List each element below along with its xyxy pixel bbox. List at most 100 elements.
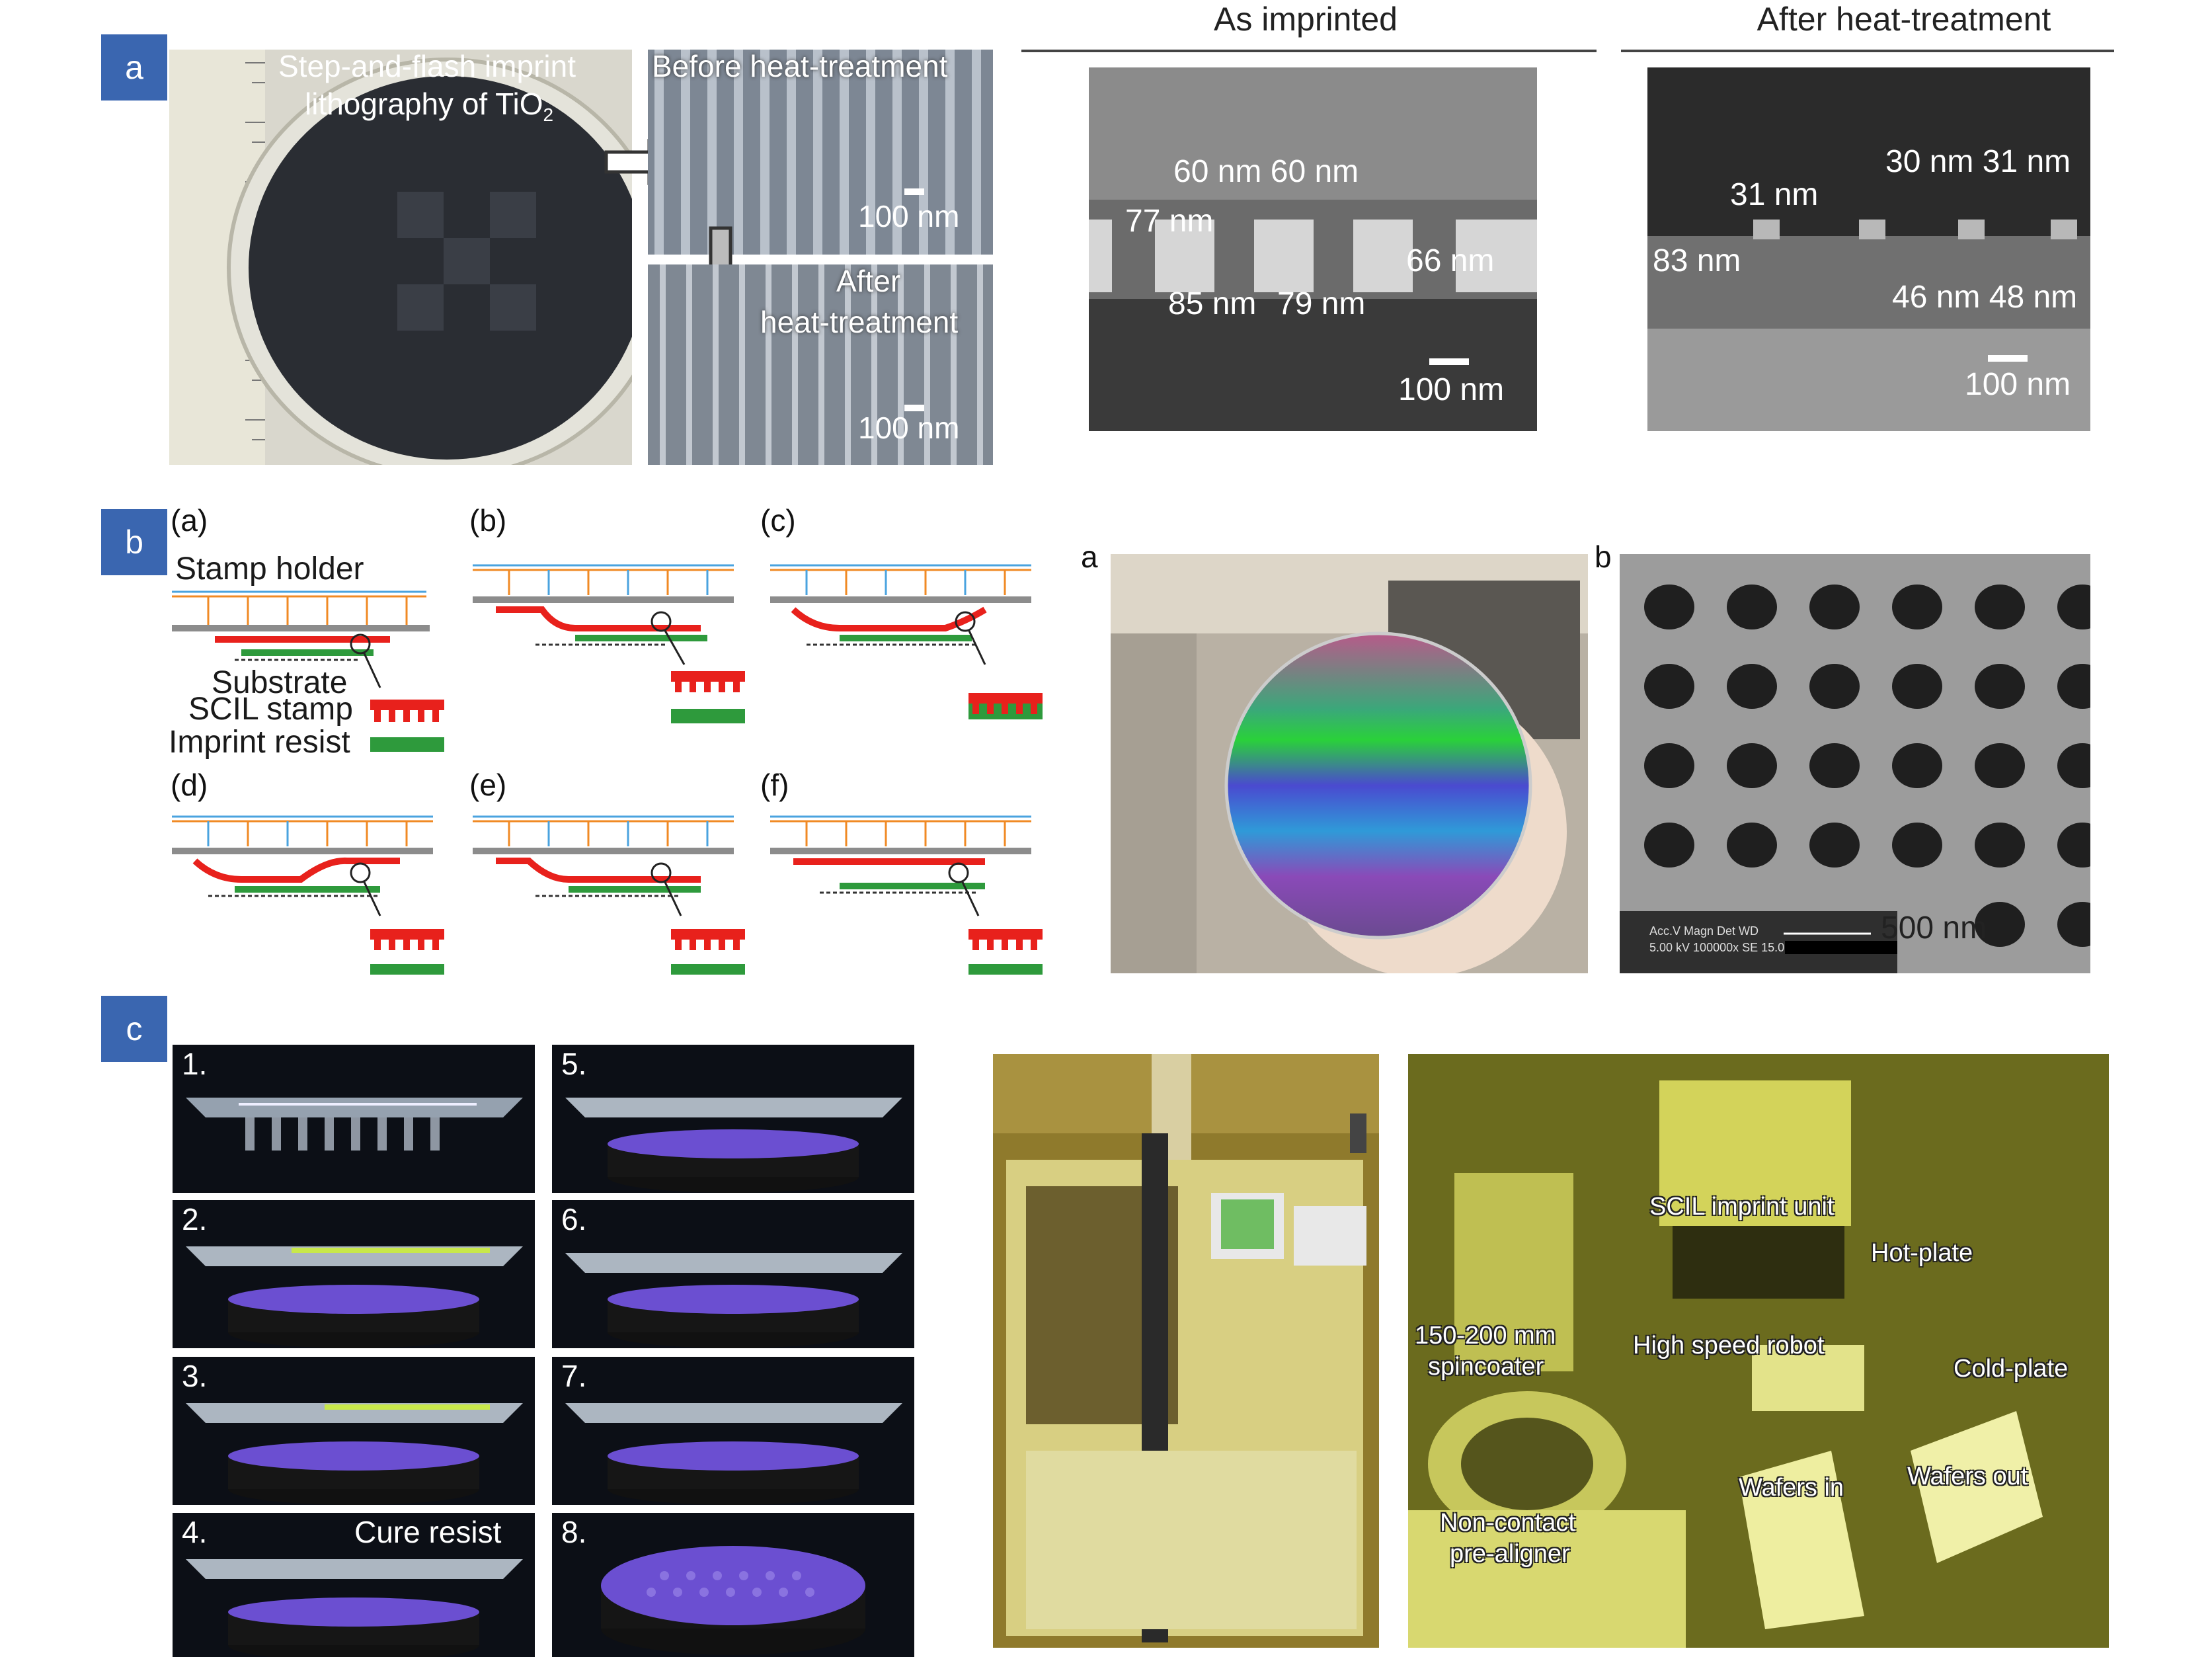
as-imp-bottom-2: 79 nm <box>1277 286 1366 321</box>
as-imprinted-art <box>1089 67 1537 431</box>
after-cross-scale-label: 100 nm <box>1965 367 2071 402</box>
process-step-5: 5. <box>552 1045 914 1193</box>
sem-scale-label: 500 nm <box>1881 910 1987 946</box>
sem-holes-photo: Acc.V Magn Det WD 5.00 kV 100000x SE 15.… <box>1620 554 2090 973</box>
process-step-3: 3. <box>173 1357 535 1505</box>
step-4-art <box>186 1559 523 1657</box>
wafer-title-line1: Step-and-flash imprint <box>278 50 576 83</box>
scil-schematic-d <box>172 815 444 975</box>
stamp-holder-label: Stamp holder <box>175 551 364 586</box>
label-spincoater-2: spincoater <box>1428 1353 1544 1381</box>
badge-a: a <box>101 34 167 101</box>
step-7-art <box>565 1403 902 1505</box>
step-1-number: 1. <box>182 1047 208 1081</box>
process-step-1: 1. <box>173 1045 535 1193</box>
interior-art <box>1408 1054 2109 1648</box>
after-cross-scale-bar <box>1988 355 2028 362</box>
as-imp-bottom-1: 85 nm <box>1168 286 1257 321</box>
step-6-number: 6. <box>561 1202 587 1236</box>
before-scale-label: 100 nm <box>858 199 960 233</box>
photo-a-letter: a <box>1081 540 1098 574</box>
wafer-hand-photo <box>1111 554 1588 973</box>
process-step-7: 7. <box>552 1357 914 1505</box>
label-aligner-2: pre-aligner <box>1450 1540 1570 1568</box>
label-aligner-1: Non-contact <box>1440 1509 1575 1537</box>
imprint-resist-label: Imprint resist <box>169 725 350 760</box>
step-8-number: 8. <box>561 1515 587 1549</box>
after-label-2: heat-treatment <box>760 305 959 339</box>
before-heat-sem: Before heat-treatment 100 nm <box>648 50 993 255</box>
step-6-art <box>565 1253 902 1348</box>
after-top-widths: 30 nm 31 nm <box>1885 144 2071 179</box>
after-label-1: After <box>836 264 901 298</box>
as-imp-top-widths: 60 nm 60 nm <box>1173 154 1359 189</box>
process-step-4: 4. Cure resist <box>173 1513 535 1657</box>
label-wafers-out: Wafers out <box>1907 1463 2028 1490</box>
step-3-number: 3. <box>182 1359 208 1393</box>
after-heat-art <box>1647 220 2090 431</box>
step-2-number: 2. <box>182 1202 208 1236</box>
after-scale-label: 100 nm <box>858 411 960 445</box>
process-step-6: 6. <box>552 1200 914 1348</box>
process-step-8: 8. <box>552 1513 914 1657</box>
cure-resist-label: Cure resist <box>354 1515 502 1549</box>
badge-c: c <box>101 996 167 1062</box>
wafer-photo: Step-and-flash imprint lithography of Ti… <box>169 50 632 465</box>
imprint-resist-swatch <box>370 737 444 752</box>
wafer-photo-art <box>169 50 632 465</box>
wafer-title-sub: 2 <box>543 104 554 126</box>
header-after-heat: After heat-treatment <box>1757 1 2051 38</box>
scil-schematic-a <box>172 590 430 688</box>
as-imp-right-height: 66 nm <box>1406 243 1495 278</box>
scil-step-e-letter: (e) <box>469 768 507 802</box>
machine-interior-photo: SCIL imprint unit Hot-plate 150-200 mm s… <box>1408 1054 2109 1648</box>
process-step-2: 2. <box>173 1200 535 1348</box>
sem-meta-1: Acc.V Magn Det WD <box>1649 924 1759 938</box>
before-label: Before heat-treatment <box>652 50 948 83</box>
step-3-art <box>186 1403 523 1505</box>
step-5-number: 5. <box>561 1047 587 1081</box>
after-scale-bar <box>904 405 924 411</box>
scil-schematic-c <box>770 564 1043 719</box>
step-2-art <box>186 1246 523 1348</box>
wafer-title-line2: lithography of TiO2 <box>305 86 553 126</box>
header-as-imprinted: As imprinted <box>1214 1 1398 38</box>
after-bottom-widths: 46 nm 48 nm <box>1892 280 2078 315</box>
machine-photo <box>993 1054 1379 1648</box>
label-cold-plate: Cold-plate <box>1954 1355 2069 1383</box>
header-rule-right <box>1621 50 2114 52</box>
label-spincoater-1: 150-200 mm <box>1415 1322 1556 1350</box>
as-imprinted-sem: 60 nm 60 nm 77 nm 66 nm 85 nm 79 nm 100 … <box>1089 67 1537 431</box>
as-imp-scale-bar <box>1429 358 1469 365</box>
substrate-label: Substrate <box>212 665 348 700</box>
before-stripes <box>654 50 981 255</box>
scil-step-d-letter: (d) <box>171 768 208 802</box>
before-scale-bar <box>904 188 924 195</box>
sem-meta-2: 5.00 kV 100000x SE 15.0 <box>1649 941 1785 954</box>
step-5-art <box>565 1098 902 1193</box>
after-stripes <box>660 264 983 465</box>
scil-step-c-letter: (c) <box>760 503 796 538</box>
machine-art <box>993 1054 1379 1642</box>
scil-schematic-b <box>473 564 745 723</box>
as-imp-scale-label: 100 nm <box>1398 372 1505 407</box>
scil-schematic-f <box>770 815 1043 975</box>
label-wafers-in: Wafers in <box>1739 1474 1844 1502</box>
scil-stamp-label: SCIL stamp <box>188 692 353 727</box>
scil-stamp-icon <box>370 700 444 722</box>
as-imp-height: 77 nm <box>1125 204 1214 239</box>
after-heat-cross-sem: 30 nm 31 nm 31 nm 83 nm 46 nm 48 nm 100 … <box>1647 67 2090 431</box>
photo-b-letter: b <box>1595 540 1612 574</box>
step-1-art <box>186 1098 523 1151</box>
after-top-left: 31 nm <box>1730 177 1819 212</box>
label-robot: High speed robot <box>1633 1332 1825 1359</box>
wafer-title-text: lithography of TiO <box>305 87 543 121</box>
sem-holes-art <box>1620 585 2090 973</box>
header-rule-left <box>1021 50 1597 52</box>
scil-step-a-letter: (a) <box>171 503 208 538</box>
step-8-art <box>601 1546 865 1655</box>
scil-step-b-letter: (b) <box>469 503 507 538</box>
label-scil-unit: SCIL imprint unit <box>1649 1193 1835 1221</box>
label-hot-plate: Hot-plate <box>1871 1239 1973 1267</box>
after-heat-sem: After heat-treatment 100 nm <box>648 264 993 465</box>
